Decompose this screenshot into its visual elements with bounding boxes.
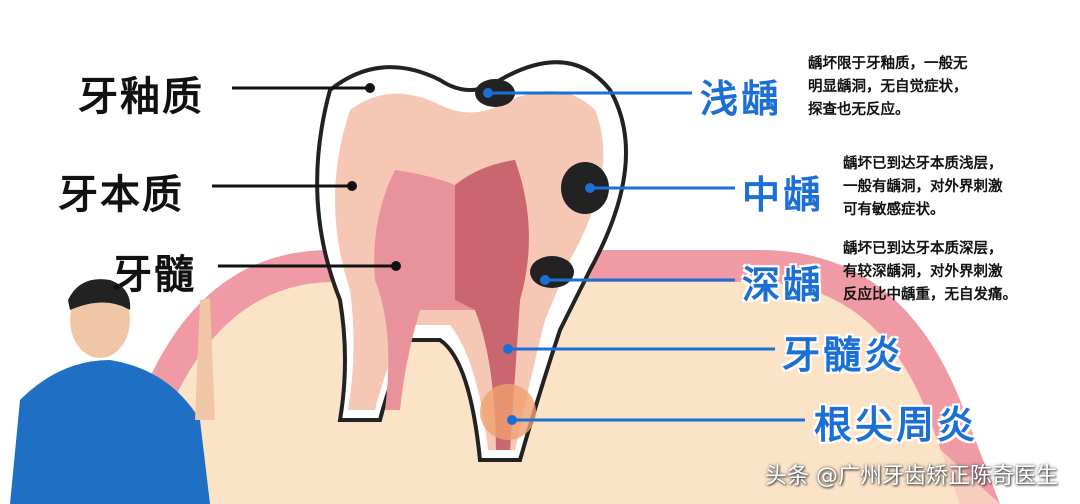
deep-cavity — [530, 256, 574, 288]
label-medium-caries: 中龋 — [742, 173, 825, 217]
doctor-figure — [10, 279, 215, 504]
watermark: 头条 @广州牙齿矫正陈奇医生 — [765, 464, 1058, 489]
label-pulpitis: 牙髓炎 — [782, 333, 906, 377]
label-shallow-caries: 浅龋 — [700, 77, 783, 121]
label-pulp: 牙髓 — [112, 252, 196, 298]
desc-shallow: 龋坏限于牙釉质，一般无 明显龋洞，无自觉症状， 探查也无反应。 — [808, 56, 968, 118]
label-dentin: 牙本质 — [58, 172, 184, 218]
label-deep-caries: 深龋 — [742, 263, 825, 307]
periapical-inflammation — [480, 384, 536, 440]
label-enamel: 牙釉质 — [78, 74, 204, 120]
desc-deep: 龋坏已到达牙本质深层， 有较深龋洞，对外界刺激 反应比中龋重，无自发痛。 — [843, 241, 1017, 303]
label-periapical: 根尖周炎 — [814, 403, 979, 447]
gum-lower — [80, 430, 1000, 504]
desc-medium: 龋坏已到达牙本质浅层， 一般有龋洞，对外界刺激 可有敏感症状。 — [843, 156, 1003, 218]
